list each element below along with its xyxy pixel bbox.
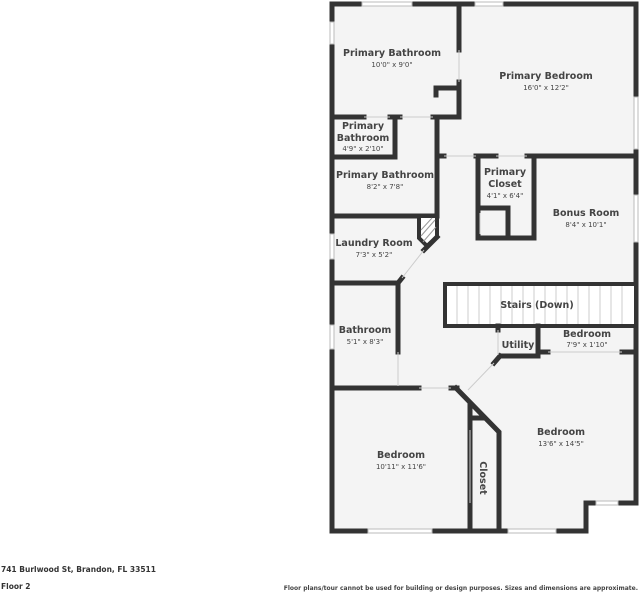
room-label-primary-bathroom-3: Primary Bathroom 8'2" x 7'8"	[336, 170, 434, 191]
svg-text:Closet: Closet	[488, 179, 522, 190]
svg-text:4'1" x 6'4": 4'1" x 6'4"	[487, 192, 524, 200]
svg-text:Primary Bedroom: Primary Bedroom	[499, 71, 593, 82]
svg-text:16'0" x 12'2": 16'0" x 12'2"	[523, 84, 569, 92]
room-label-bathroom: Bathroom 5'1" x 8'3"	[339, 325, 392, 346]
room-label-bedroom-left: Bedroom 10'11" x 11'6"	[376, 450, 426, 471]
svg-text:Laundry Room: Laundry Room	[335, 238, 412, 249]
room-label-bedroom-large: Bedroom 13'6" x 14'5"	[537, 427, 585, 448]
windows	[329, 1, 639, 534]
room-label-closet: Closet	[477, 461, 488, 495]
room-label-primary-bathroom-2: Primary Bathroom 4'9" x 2'10"	[337, 121, 390, 153]
door-openings	[364, 50, 622, 503]
svg-text:Bathroom: Bathroom	[339, 325, 392, 336]
room-label-bonus-room: Bonus Room 8'4" x 10'1"	[553, 208, 620, 229]
svg-text:10'0" x 9'0": 10'0" x 9'0"	[371, 61, 412, 69]
svg-text:7'9" x 1'10": 7'9" x 1'10"	[566, 341, 607, 349]
property-address: 741 Burlwood St, Brandon, FL 33511	[1, 565, 156, 574]
room-label-stairs: Stairs (Down)	[500, 300, 573, 311]
room-label-bedroom-small: Bedroom 7'9" x 1'10"	[563, 329, 611, 349]
svg-text:13'6" x 14'5": 13'6" x 14'5"	[538, 440, 584, 448]
disclaimer: Floor plans/tour cannot be used for buil…	[283, 585, 638, 592]
floor-area	[332, 4, 636, 531]
svg-text:Primary: Primary	[484, 167, 527, 178]
room-label-laundry-room: Laundry Room 7'3" x 5'2"	[335, 238, 412, 259]
svg-text:8'2" x 7'8": 8'2" x 7'8"	[367, 183, 404, 191]
room-label-primary-bedroom: Primary Bedroom 16'0" x 12'2"	[499, 71, 593, 92]
svg-text:Stairs (Down): Stairs (Down)	[500, 300, 573, 311]
room-label-utility: Utility	[502, 340, 536, 351]
svg-text:Bonus Room: Bonus Room	[553, 208, 620, 219]
svg-text:Bathroom: Bathroom	[337, 133, 390, 144]
svg-text:4'9" x 2'10": 4'9" x 2'10"	[342, 145, 383, 153]
svg-text:8'4" x 10'1": 8'4" x 10'1"	[565, 221, 606, 229]
room-label-primary-closet: Primary Closet 4'1" x 6'4"	[484, 167, 527, 200]
svg-text:Primary Bathroom: Primary Bathroom	[343, 48, 441, 59]
svg-text:Utility: Utility	[502, 340, 536, 351]
svg-text:Primary: Primary	[342, 121, 385, 132]
exterior-walls	[329, 1, 639, 534]
svg-text:10'11" x 11'6": 10'11" x 11'6"	[376, 463, 426, 471]
stair-treads	[456, 286, 623, 324]
svg-text:5'1" x 8'3": 5'1" x 8'3"	[347, 338, 384, 346]
room-label-primary-bathroom-1: Primary Bathroom 10'0" x 9'0"	[343, 48, 441, 69]
svg-text:Bedroom: Bedroom	[537, 427, 585, 438]
svg-text:Primary Bathroom: Primary Bathroom	[336, 170, 434, 181]
svg-text:7'3" x 5'2": 7'3" x 5'2"	[356, 251, 393, 259]
svg-text:Bedroom: Bedroom	[563, 329, 611, 340]
svg-text:Bedroom: Bedroom	[377, 450, 425, 461]
interior-walls	[329, 1, 639, 534]
floor-label: Floor 2	[1, 582, 31, 591]
svg-text:Closet: Closet	[477, 461, 488, 495]
